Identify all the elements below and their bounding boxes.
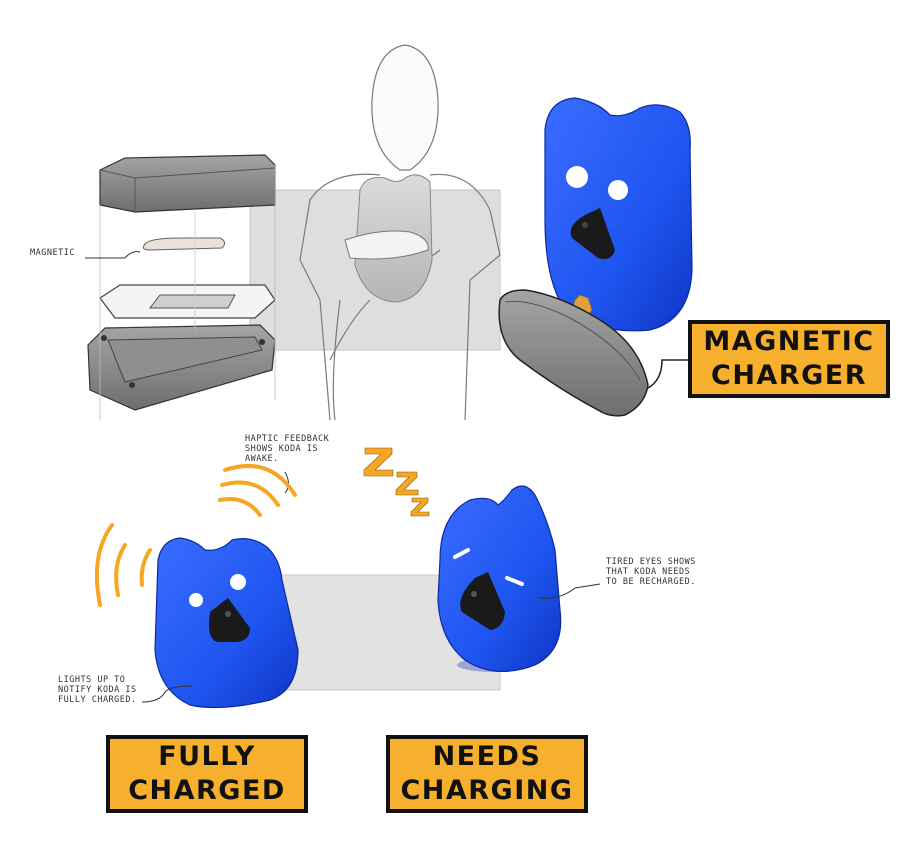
- fully-charged-tag: FULLY CHARGED: [106, 735, 308, 813]
- lights-up-line-1: LIGHTS UP TO: [58, 675, 126, 685]
- needs-charging-tag-line-1: NEEDS: [432, 741, 542, 772]
- koda-device-on-charger: [498, 97, 693, 417]
- magnetic-leader-line: [85, 251, 141, 259]
- needs-charging-tag-line-2: CHARGING: [400, 775, 574, 806]
- magnetic-charger-tag-line-1: MAGNETIC: [703, 326, 875, 357]
- sleep-indicator: [363, 447, 430, 517]
- haptic-line-2: SHOWS KODA IS: [245, 444, 319, 454]
- fully-charged-tag-line-1: FULLY: [158, 741, 256, 772]
- haptic-line-3: AWAKE.: [245, 454, 279, 464]
- haptic-feedback-note: HAPTIC FEEDBACK SHOWS KODA IS AWAKE.: [245, 434, 329, 464]
- exploded-charger-sketch: [87, 154, 276, 420]
- tired-eyes-line-2: THAT KODA NEEDS: [606, 567, 691, 577]
- lights-up-note: LIGHTS UP TO NOTIFY KODA IS FULLY CHARGE…: [58, 675, 137, 705]
- lights-up-leader-line: [141, 685, 193, 703]
- tired-eyes-leader-line: [539, 583, 601, 599]
- koda-needs-charging: [437, 485, 562, 673]
- tired-eyes-note: TIRED EYES SHOWS THAT KODA NEEDS TO BE R…: [606, 557, 696, 587]
- magnetic-charger-leader-line: [647, 359, 688, 389]
- lights-up-line-3: FULLY CHARGED.: [58, 695, 137, 705]
- fully-charged-tag-line-2: CHARGED: [128, 775, 286, 806]
- haptic-line-1: HAPTIC FEEDBACK: [245, 434, 330, 444]
- koda-fully-charged: [94, 463, 299, 709]
- magnetic-label: MAGNETIC: [30, 248, 75, 258]
- lights-up-line-2: NOTIFY KODA IS: [58, 685, 137, 695]
- charger-lid: [99, 154, 276, 213]
- needs-charging-tag: NEEDS CHARGING: [386, 735, 588, 813]
- tired-eyes-line-3: TO BE RECHARGED.: [606, 577, 696, 587]
- magnetic-charger-tag-line-2: CHARGER: [711, 360, 867, 391]
- person-holding-device-sketch: [299, 44, 501, 421]
- magnetic-charger-tag: MAGNETIC CHARGER: [688, 320, 890, 398]
- magnet-plate: [142, 237, 226, 251]
- person-hands: [344, 230, 429, 260]
- tired-eyes-line-1: TIRED EYES SHOWS: [606, 557, 696, 567]
